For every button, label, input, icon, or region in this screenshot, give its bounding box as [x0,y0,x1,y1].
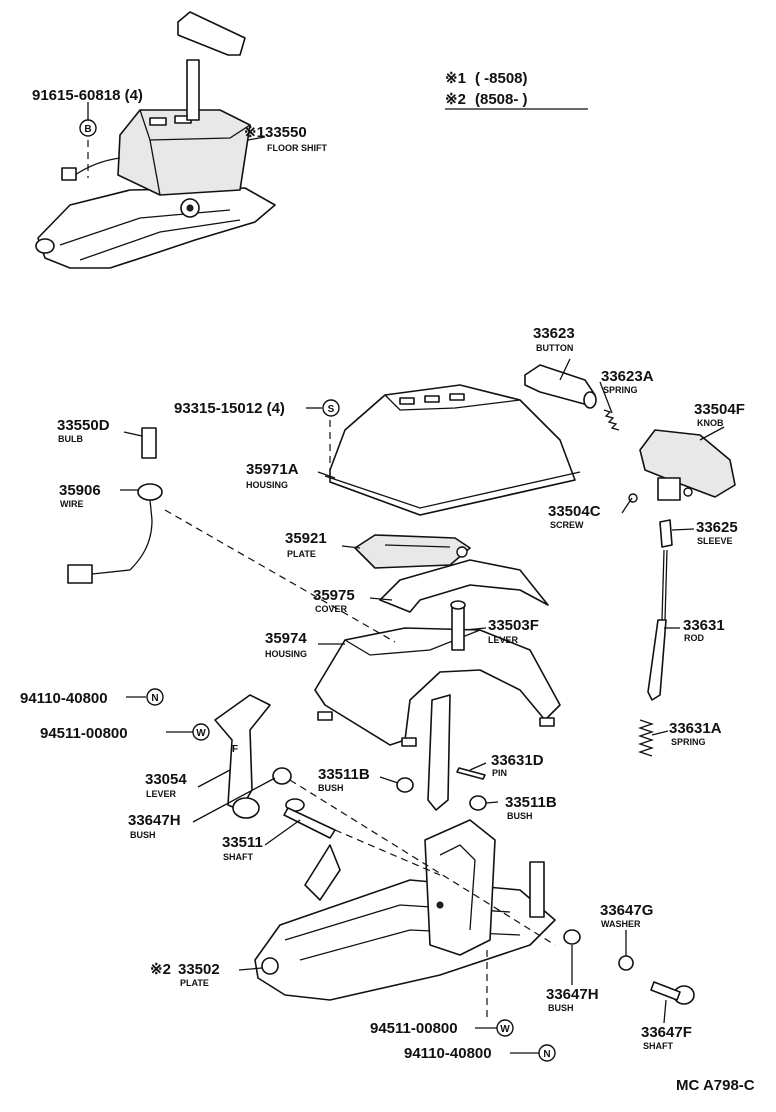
svg-text:N: N [543,1049,550,1060]
lever-33503f-drawing [427,600,466,811]
diagram-code: MC A798-C [676,1077,755,1094]
callout-33511b-left-name: BUSH [318,783,344,793]
plate-35921-drawing [354,534,471,569]
callout-33503f-name: LEVER [488,635,519,645]
callout-35906-number: 35906 [59,482,101,499]
callout-33504f-number: 33504F [694,401,745,418]
callout-33631d-number: 33631D [491,752,544,769]
housing-35971a-drawing [324,384,581,516]
callout-33647h-left-number: 33647H [128,812,181,829]
cover-35975-drawing [379,559,549,613]
callout-33647f-number: 33647F [641,1024,692,1041]
callout-35906-name: WIRE [60,499,84,509]
callout-33647g-name: WASHER [601,919,641,929]
callout-35975-name: COVER [315,604,348,614]
callout-33511b-right-number: 33511B [505,794,557,811]
callout-33550-name: FLOOR SHIFT [267,143,327,153]
alignment-lines [164,509,556,946]
callout-33502-number: 33502 [178,961,220,978]
svg-text:F: F [232,744,238,755]
callout-35974-number: 35974 [265,630,307,647]
callout-33647g-number: 33647G [600,902,653,919]
callout-33054-name: LEVER [146,789,177,799]
housing-35974-drawing [314,627,561,747]
callout-33623-number: 33623 [533,325,575,342]
callout-33623a-name: SPRING [603,385,638,395]
callout-33631-name: ROD [684,633,705,643]
callout-35921-name: PLATE [287,549,316,559]
callout-33631a-number: 33631A [669,720,722,737]
callout-33625-name: SLEEVE [697,536,733,546]
bushes-drawing [272,767,695,1005]
washer-symbol-w-bottom: W [496,1019,514,1037]
svg-text:B: B [84,124,91,135]
legend-note2-range: (8508- ) [475,91,528,108]
knob-rod-assembly-drawing [524,364,736,757]
callout-91615-60818-number: 91615-60818 (4) [32,87,143,104]
shaft-33511-drawing [283,798,336,839]
callout-labels: 91615-60818 (4) ※1 33550 FLOOR SHIFT 336… [20,87,755,1094]
callout-33647h-left-name: BUSH [130,830,156,840]
callout-33625-number: 33625 [696,519,738,536]
legend: ※1 ( -8508) ※2 (8508- ) [445,70,588,110]
callout-35971a-number: 35971A [246,461,299,478]
legend-note1-symbol: ※1 [445,70,466,87]
callout-94110-40800-left-number: 94110-40800 [20,690,108,707]
callout-33511-number: 33511 [222,834,263,851]
callout-33631a-name: SPRING [671,737,706,747]
nut-symbol-n-bottom: N [538,1044,556,1062]
legend-note2-symbol: ※2 [445,91,466,108]
callout-33511b-left-number: 33511B [318,766,370,783]
callout-33502-mark: ※2 [150,961,171,978]
svg-text:N: N [151,693,158,704]
callout-33623a-number: 33623A [601,368,654,385]
svg-text:W: W [196,728,206,739]
callout-33550-number: 33550 [265,124,307,141]
callout-33647h-right-name: BUSH [548,1003,574,1013]
callout-33623-name: BUTTON [536,343,573,353]
floor-shift-assembly-drawing [35,11,276,269]
legend-note1-range: ( -8508) [475,70,528,87]
callout-33550d-name: BULB [58,434,83,444]
callout-35971a-name: HOUSING [246,480,288,490]
svg-text:S: S [328,404,335,415]
callout-33647h-right-number: 33647H [546,986,599,1003]
lever-33054-drawing: F [214,694,271,819]
callout-33054-number: 33054 [145,771,187,788]
callout-93315-15012-number: 93315-15012 (4) [174,400,285,417]
callout-33631-number: 33631 [683,617,725,634]
bolt-symbol-b: B [79,119,97,137]
base-plate-33502-drawing [254,819,556,1020]
callout-33503f-number: 33503F [488,617,539,634]
washer-symbol-w-left: W [192,723,210,741]
wire-bulb-drawing [67,427,163,584]
callout-94511-00800-bottom-number: 94511-00800 [370,1020,458,1037]
callout-33550-mark: ※1 [244,124,265,141]
callout-35974-name: HOUSING [265,649,307,659]
svg-text:W: W [500,1024,510,1035]
callout-33647f-name: SHAFT [643,1041,673,1051]
callout-33511b-right-name: BUSH [507,811,533,821]
callout-33550d-number: 33550D [57,417,110,434]
callout-33504c-name: SCREW [550,520,584,530]
callout-35921-number: 35921 [285,530,327,547]
callout-33504f-name: KNOB [697,418,724,428]
bolt-symbol-s: S [322,399,340,417]
callout-33502-name: PLATE [180,978,209,988]
callout-33504c-number: 33504C [548,503,601,520]
nut-symbol-n-left: N [146,688,164,706]
leader-lines [87,102,725,1054]
callout-94110-40800-bottom-number: 94110-40800 [404,1045,492,1062]
circled-symbols: B S N W W N [79,119,556,1062]
callout-33631d-name: PIN [492,768,507,778]
callout-94511-00800-left-number: 94511-00800 [40,725,128,742]
callout-33511-name: SHAFT [223,852,253,862]
callout-35975-number: 35975 [313,587,355,604]
